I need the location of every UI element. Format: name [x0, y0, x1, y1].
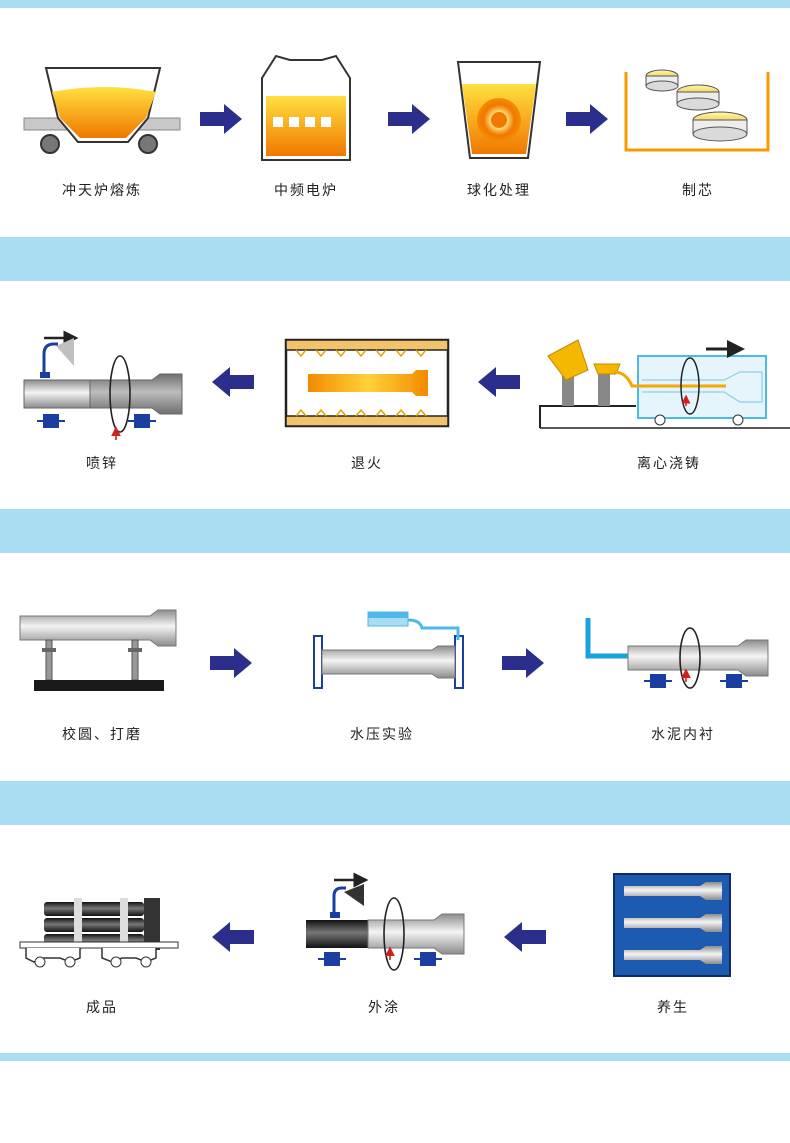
- step-label-zinc-spray: 喷锌: [86, 456, 118, 472]
- arrow-left-icon: [212, 922, 254, 952]
- step-label-curing: 养生: [657, 1000, 689, 1016]
- step-label-cement-lining: 水泥内衬: [651, 727, 715, 743]
- cement-lining-icon: [585, 618, 769, 689]
- core-making-icon: [624, 69, 770, 152]
- step-label-induction-furnace: 中频电炉: [274, 183, 338, 199]
- separator-band-1: [0, 237, 790, 281]
- top-band: [0, 0, 790, 8]
- arrow-right-icon: [502, 648, 544, 678]
- induction-furnace-icon: [261, 54, 351, 161]
- step-label-hydrostatic-test: 水压实验: [350, 727, 414, 743]
- external-coating-icon: [306, 872, 465, 971]
- step-label-rounding-grinding: 校圆、打磨: [62, 727, 142, 743]
- arrow-left-icon: [212, 367, 254, 397]
- arrow-right-icon: [210, 648, 252, 678]
- separator-band-2: [0, 509, 790, 553]
- arrow-left-icon: [504, 922, 546, 952]
- arrow-right-icon: [388, 104, 430, 134]
- step-label-cupola: 冲天炉熔炼: [62, 183, 142, 199]
- arrow-left-icon: [478, 367, 520, 397]
- step-label-finished-product: 成品: [86, 1000, 118, 1016]
- arrow-right-icon: [566, 104, 608, 134]
- separator-band-3: [0, 781, 790, 825]
- curing-icon: [613, 873, 731, 977]
- arrow-right-icon: [200, 104, 242, 134]
- annealing-furnace-icon: [284, 338, 450, 428]
- step-label-centrifugal-casting: 离心浇铸: [637, 456, 701, 472]
- step-label-external-coating: 外涂: [368, 1000, 400, 1016]
- spheroidizing-ladle-icon: [456, 61, 542, 159]
- cupola-furnace-icon: [23, 67, 181, 154]
- centrifugal-casting-icon: [539, 339, 790, 429]
- bottom-band: [0, 1053, 790, 1061]
- zinc-spray-icon: [23, 330, 183, 440]
- finished-product-icon: [19, 898, 179, 968]
- step-label-annealing: 退火: [351, 456, 383, 472]
- hydrostatic-test-icon: [313, 611, 464, 689]
- step-label-core-making: 制芯: [682, 183, 714, 199]
- step-label-spheroidizing: 球化处理: [467, 183, 531, 199]
- rounding-grinding-icon: [19, 609, 177, 691]
